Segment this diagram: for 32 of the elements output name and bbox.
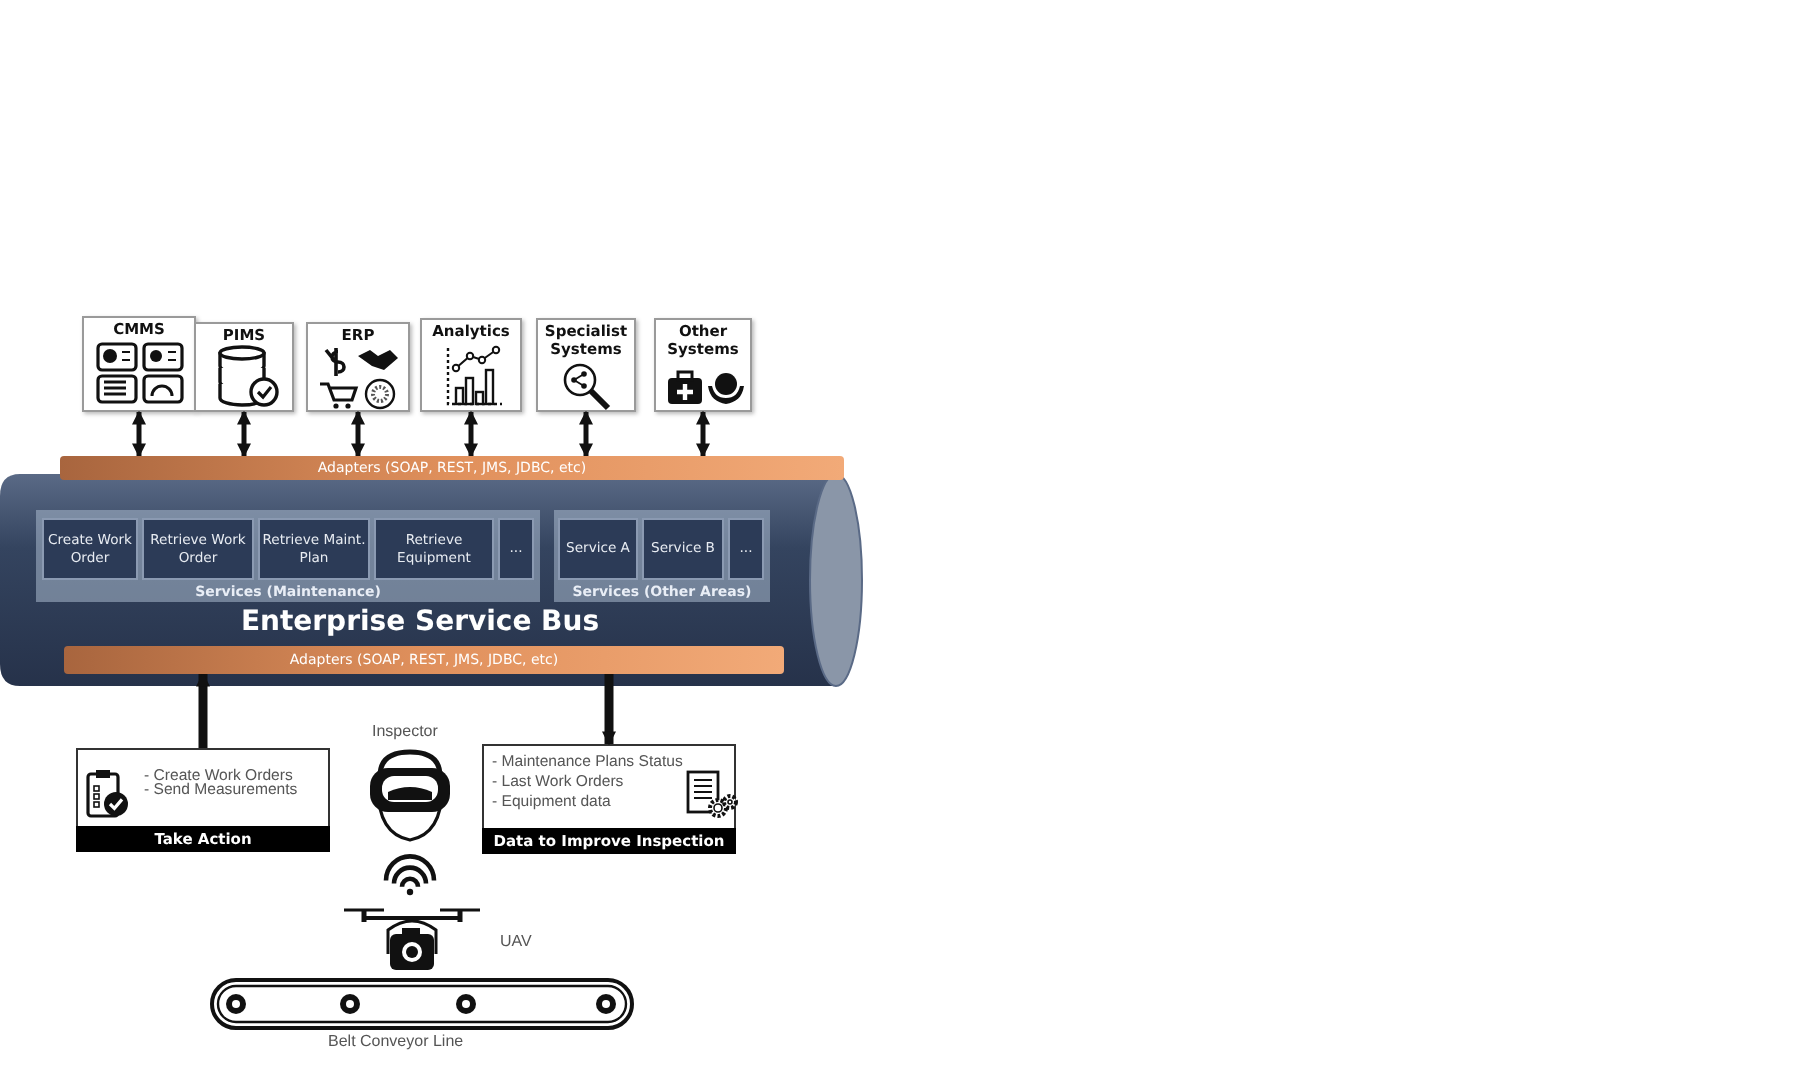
arrow	[464, 410, 478, 458]
system-box	[194, 322, 294, 412]
arrow	[696, 410, 710, 458]
caption-label: Belt Conveyor Line	[328, 1032, 464, 1050]
service-group-panel	[554, 510, 770, 602]
caption-label: Inspector	[372, 722, 438, 740]
system-box	[82, 316, 196, 412]
service-box	[42, 518, 138, 580]
service-box	[258, 518, 370, 580]
caption-label: UAV	[500, 932, 532, 950]
service-group-panel	[36, 510, 540, 602]
arrow	[237, 410, 251, 458]
system-box	[306, 322, 410, 412]
service-box	[498, 518, 534, 580]
service-box	[374, 518, 494, 580]
service-box	[558, 518, 638, 580]
info-card	[482, 744, 736, 854]
system-box	[536, 318, 636, 412]
arrow	[602, 674, 616, 746]
arrow	[132, 410, 146, 458]
bus-title: Enterprise Service Bus	[238, 606, 602, 638]
adapter-bar	[64, 646, 784, 674]
arrow	[351, 410, 365, 458]
service-box	[642, 518, 724, 580]
system-box	[420, 318, 522, 412]
arrow	[196, 672, 210, 748]
arrow	[579, 410, 593, 458]
info-card	[76, 748, 330, 852]
system-box	[654, 318, 752, 412]
service-box	[142, 518, 254, 580]
service-box	[728, 518, 764, 580]
adapter-bar	[60, 456, 844, 480]
